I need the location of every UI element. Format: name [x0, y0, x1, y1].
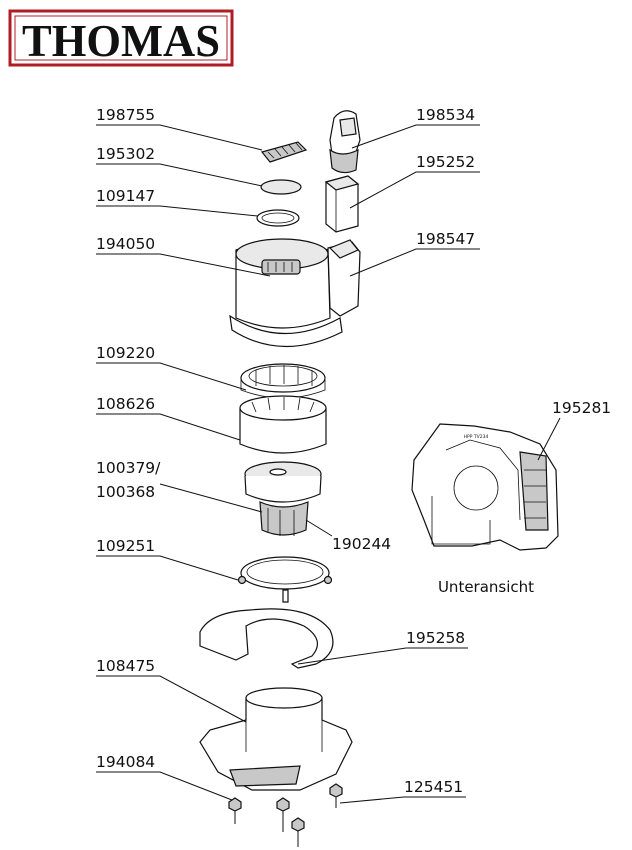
label-195258: 195258 [406, 629, 465, 647]
logo-text: THOMAS [22, 15, 220, 66]
label-190244: 190244 [332, 535, 391, 553]
label-198755: 198755 [96, 106, 155, 124]
label-100368: 100368 [96, 483, 155, 501]
label-195281: 195281 [552, 399, 611, 417]
part-housing [229, 238, 361, 348]
label-109147: 109147 [96, 187, 155, 205]
label-109251: 109251 [96, 537, 155, 555]
label-195302: 195302 [96, 145, 155, 163]
part-filter-mesh [260, 141, 308, 163]
label-194084: 194084 [96, 753, 155, 771]
part-ring-109220 [240, 363, 326, 399]
label-194050: 194050 [96, 235, 155, 253]
part-sleeve [239, 395, 327, 454]
inset-caption: Unteransicht [438, 578, 534, 596]
inset-underside-view: HPP TV234 Unteransicht [411, 423, 559, 596]
label-108475: 108475 [96, 657, 155, 675]
part-nozzle [329, 110, 361, 174]
label-109220: 109220 [96, 344, 155, 362]
label-198534: 198534 [416, 106, 475, 124]
part-gasket [199, 608, 334, 669]
part-motor [244, 461, 322, 536]
part-seal-ring [256, 209, 300, 227]
part-tube [324, 175, 360, 233]
part-oval-pad [260, 179, 302, 195]
label-108626: 108626 [96, 395, 155, 413]
label-198547: 198547 [416, 230, 475, 248]
label-100379: 100379/ [96, 459, 161, 477]
part-screws [228, 783, 343, 847]
thomas-logo: THOMAS [8, 9, 234, 67]
part-mount-ring [237, 556, 333, 603]
label-195252: 195252 [416, 153, 475, 171]
label-125451: 125451 [404, 778, 463, 796]
part-base [199, 687, 353, 791]
part-labels: 198755 195302 109147 194050 109220 10862… [96, 106, 611, 804]
inset-marking: HPP TV234 [464, 434, 489, 440]
